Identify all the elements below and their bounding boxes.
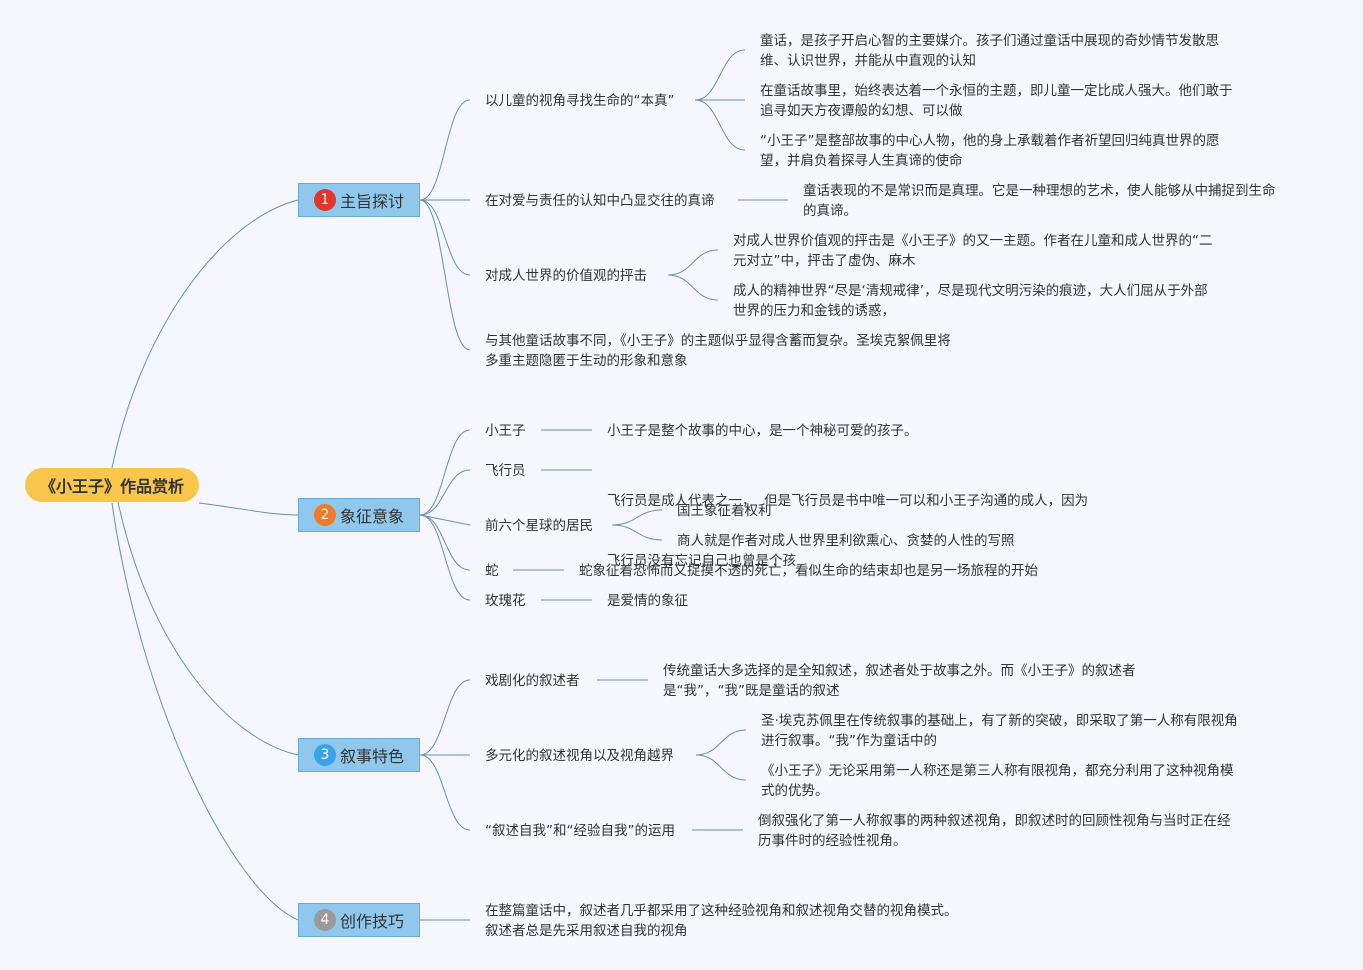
number-badge-1: 1	[313, 189, 336, 211]
branch-narrative[interactable]: 3 叙事特色	[298, 738, 420, 772]
connector-line	[694, 49, 746, 101]
root-label: 《小王子》作品赏析	[39, 477, 184, 496]
branch-label: 主旨探讨	[339, 192, 404, 211]
topic-planet-residents[interactable]: 前六个星球的居民	[485, 518, 593, 534]
detail-text[interactable]: 童话表现的不是常识而是真理。它是一种理想的艺术，使人能够从中捕捉到生命 的真谛。	[803, 183, 1276, 219]
branch-symbolism[interactable]: 2 象征意象	[298, 498, 420, 532]
topic-complex-theme[interactable]: 与其他童话故事不同，《小王子》的主题似乎显得含蓄而复杂。圣埃克絮佩里将 多重主题…	[485, 333, 951, 369]
connector-line	[117, 501, 299, 756]
connector-line	[419, 469, 471, 516]
connector-line	[419, 514, 471, 571]
topic-rose[interactable]: 玫瑰花	[485, 593, 526, 609]
detail-text[interactable]: 传统童话大多选择的是全知叙述，叙述者处于故事之外。而《小王子》的叙述者 是“我”…	[663, 663, 1136, 699]
connector-line	[667, 274, 719, 301]
topic-snake[interactable]: 蛇	[485, 563, 499, 579]
topic-little-prince[interactable]: 小王子	[485, 423, 526, 439]
detail-text[interactable]: 成人的精神世界“尽是‘清规戒律’，尽是现代文明污染的痕迹，大人们屈从于外部 世界…	[733, 283, 1208, 319]
number-badge-4: 4	[313, 909, 336, 931]
connector-line	[111, 199, 299, 469]
detail-text[interactable]: 对成人世界价值观的抨击是《小王子》的又一主题。作者在儿童和成人世界的“二 元对立…	[733, 233, 1213, 269]
detail-text[interactable]: 飞行员是成人代表之一， 但是飞行员是书中唯一可以和小王子沟通的成人，因为 飞行员…	[607, 493, 1089, 569]
detail-text[interactable]: 是爱情的象征	[607, 593, 688, 609]
connector-line	[695, 729, 747, 756]
detail-text[interactable]: 小王子是整个故事的中心，是一个神秘可爱的孩子。	[607, 423, 918, 439]
detail-text[interactable]: 在童话故事里，始终表达着一个永恒的主题，即儿童一定比成人强大。他们敢于 追寻如天…	[760, 83, 1233, 119]
topic-love-responsibility[interactable]: 在对爱与责任的认知中凸显交往的真谛	[485, 193, 715, 209]
connector-line	[419, 99, 471, 201]
connector-line	[419, 514, 471, 526]
connector-line	[419, 429, 471, 516]
connector-line	[419, 514, 471, 601]
topic-multiple-perspectives[interactable]: 多元化的叙述视角以及视角越界	[485, 748, 674, 764]
connector-line	[198, 502, 299, 516]
connector-line	[694, 99, 746, 151]
number-badge-2: 2	[313, 504, 336, 526]
topic-pilot[interactable]: 飞行员	[485, 463, 526, 479]
branch-label: 叙事特色	[339, 747, 404, 766]
detail-text[interactable]: 童话，是孩子开启心智的主要媒介。孩子们通过童话中展现的奇妙情节发散思 维、认识世…	[760, 33, 1219, 69]
connector-line	[419, 679, 471, 756]
detail-text[interactable]: 国王象征着权利	[677, 503, 772, 519]
topic-dramatic-narrator[interactable]: 戏剧化的叙述者	[485, 673, 580, 689]
branch-theme[interactable]: 1 主旨探讨	[298, 183, 420, 217]
branch-label: 象征意象	[339, 507, 404, 526]
topic-alternating-perspective[interactable]: 在整篇童话中，叙述者几乎都采用了这种经验视角和叙述视角交替的视角模式。 叙述者总…	[485, 903, 958, 939]
topic-childhood-perspective[interactable]: 以儿童的视角寻找生命的“本真”	[485, 93, 675, 109]
detail-text[interactable]: 蛇象征着恐怖而又捉摸不透的死亡，看似生命的结束却也是另一场旅程的开始	[579, 563, 1038, 579]
detail-text[interactable]: 圣·埃克苏佩里在传统叙事的基础上，有了新的突破，即采取了第一人称有限视角 进行叙…	[761, 713, 1238, 749]
branch-label: 创作技巧	[339, 912, 404, 931]
connector-line	[419, 754, 471, 831]
root-node[interactable]: 《小王子》作品赏析	[25, 468, 199, 502]
detail-text[interactable]: 倒叙强化了第一人称叙事的两种叙述视角，即叙述时的回顾性视角与当时正在经 历事件时…	[758, 813, 1231, 849]
detail-text[interactable]: 商人就是作者对成人世界里利欲熏心、贪婪的人性的写照	[677, 533, 1015, 549]
number-badge-3: 3	[313, 744, 336, 766]
connector-line	[695, 754, 747, 781]
branch-technique[interactable]: 4 创作技巧	[298, 903, 420, 937]
connector-line	[111, 502, 299, 921]
topic-adult-values-critique[interactable]: 对成人世界的价值观的抨击	[485, 268, 647, 284]
detail-text[interactable]: 《小王子》无论采用第一人称还是第三人称有限视角，都充分利用了这种视角模 式的优势…	[761, 763, 1234, 799]
connector-line	[667, 249, 719, 276]
connector-line	[419, 199, 471, 276]
detail-text[interactable]: “小王子”是整部故事的中心人物，他的身上承载着作者祈望回归纯真世界的愿 望，并肩…	[760, 133, 1220, 169]
connector-line	[419, 199, 471, 351]
topic-narrating-experiencing-self[interactable]: “叙述自我”和“经验自我”的运用	[485, 823, 675, 839]
